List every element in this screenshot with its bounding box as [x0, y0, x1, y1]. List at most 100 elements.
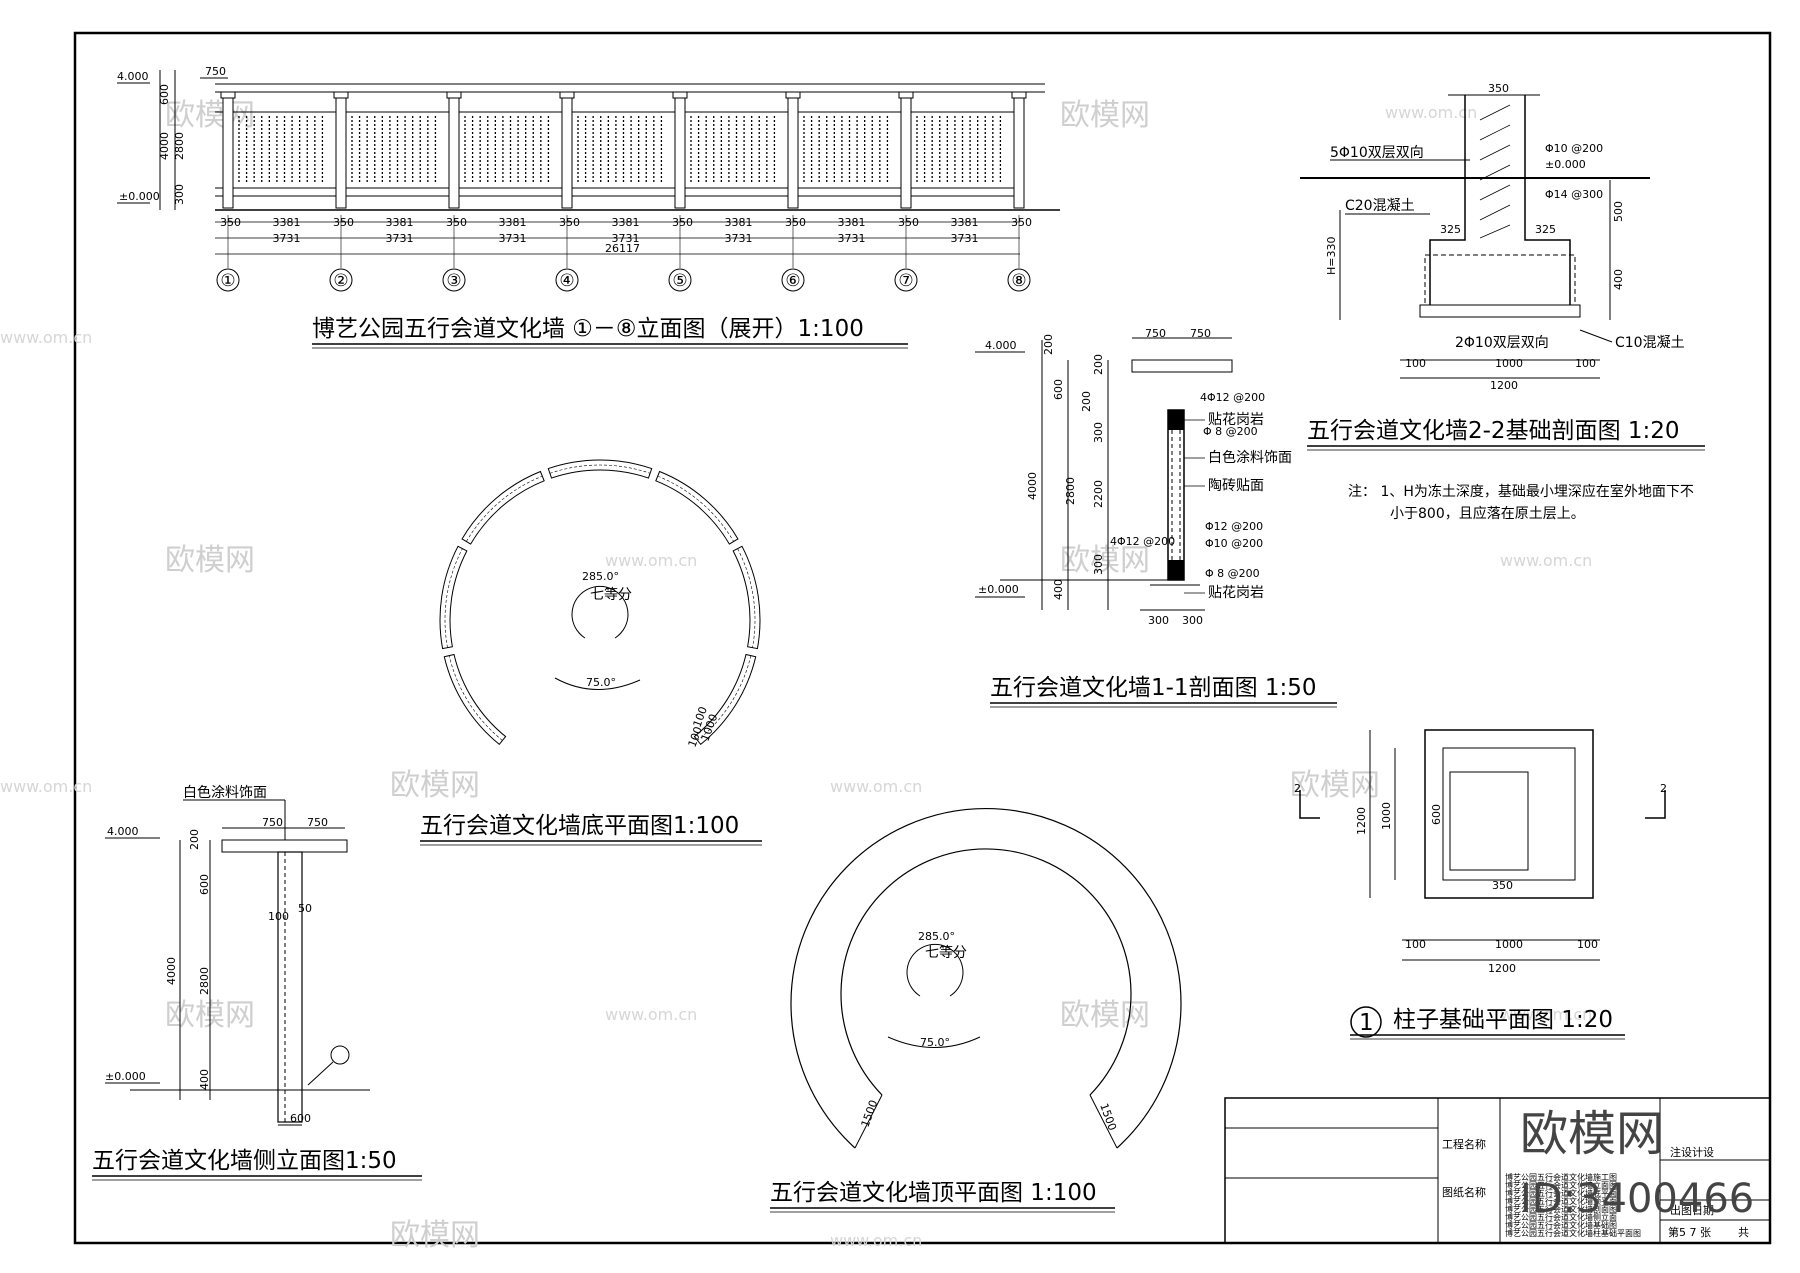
- svg-text:Φ 8 @200: Φ 8 @200: [1203, 425, 1258, 438]
- segmented-arc-wall: [439, 459, 761, 746]
- svg-text:贴花岗岩: 贴花岗岩: [1208, 585, 1264, 601]
- svg-text:共: 共: [1738, 1226, 1749, 1239]
- svg-text:750: 750: [262, 816, 283, 829]
- svg-text:100: 100: [268, 910, 289, 923]
- svg-text:400: 400: [198, 1069, 211, 1090]
- svg-text:200: 200: [1092, 354, 1105, 375]
- svg-text:±0.000: ±0.000: [1545, 158, 1586, 171]
- svg-text:285.0°: 285.0°: [918, 930, 955, 943]
- svg-text:工程名称: 工程名称: [1442, 1137, 1486, 1151]
- post-cap: [672, 91, 688, 99]
- title-side-elev: 五行会道文化墙侧立面图1:50: [92, 1148, 397, 1174]
- bay-clear-dim: 3381: [273, 216, 301, 229]
- post-width-dim: 350: [333, 216, 354, 229]
- bay-clear-dim: 3381: [386, 216, 414, 229]
- arc-wall-segment: [439, 545, 468, 650]
- svg-text:100: 100: [1405, 357, 1426, 370]
- svg-text:2Φ10双层双向: 2Φ10双层双向: [1455, 335, 1549, 351]
- svg-text:H=330: H=330: [1325, 237, 1338, 275]
- svg-text:Φ 8 @200: Φ 8 @200: [1205, 567, 1260, 580]
- axis-label: ⑦: [898, 271, 913, 291]
- bay-total-dim: 3731: [499, 232, 527, 245]
- svg-text:400: 400: [1052, 579, 1065, 600]
- svg-text:白色涂料饰面: 白色涂料饰面: [183, 784, 267, 801]
- title-block-row: 博艺公园五行会道文化墙基础图: [1505, 1220, 1617, 1230]
- title-section22: 五行会道文化墙2-2基础剖面图 1:20: [1307, 418, 1680, 444]
- axis-label: ⑥: [785, 271, 800, 291]
- arc-wall-segment: [693, 653, 757, 746]
- wall-panel: [690, 116, 776, 184]
- svg-text:1000: 1000: [1495, 357, 1523, 370]
- svg-text:欧模网: 欧模网: [165, 543, 255, 578]
- axis-bubble: [781, 268, 805, 292]
- svg-text:七等分: 七等分: [925, 944, 967, 961]
- svg-text:欧模网: 欧模网: [1060, 998, 1150, 1033]
- svg-text:750: 750: [307, 816, 328, 829]
- wall-post: [1013, 94, 1025, 209]
- title-block-row: 博艺公园五行会道文化墙侧立面: [1505, 1212, 1617, 1222]
- bay-clear-dim: 3381: [838, 216, 866, 229]
- note-line-2: 小于800，且应落在原土层上。: [1390, 505, 1585, 522]
- axis-bubble: [668, 268, 692, 292]
- svg-text:350: 350: [1488, 82, 1509, 95]
- post-cap: [220, 91, 236, 99]
- svg-text:白色涂料饰面: 白色涂料饰面: [1208, 449, 1292, 466]
- svg-text:300: 300: [173, 184, 186, 205]
- bay-total-dim: 3731: [838, 232, 866, 245]
- title-top-plan: 五行会道文化墙顶平面图 1:100: [770, 1180, 1097, 1206]
- svg-text:欧模网: 欧模网: [1060, 543, 1150, 578]
- svg-text:贴花岗岩: 贴花岗岩: [1208, 412, 1264, 428]
- wall-panels: [238, 116, 1002, 184]
- svg-text:±0.000: ±0.000: [105, 1070, 146, 1083]
- svg-text:600: 600: [1052, 379, 1065, 400]
- title-block-row: 博艺公园五行会道文化墙立面图: [1505, 1180, 1617, 1190]
- post-cap: [898, 91, 914, 99]
- svg-text:±0.000: ±0.000: [978, 583, 1019, 596]
- wall-posts: [220, 91, 1027, 209]
- overall-dim: 26117: [605, 242, 640, 255]
- svg-text:www.om.cn: www.om.cn: [830, 777, 922, 796]
- svg-text:2: 2: [1294, 782, 1301, 795]
- svg-text:注设计设: 注设计设: [1670, 1145, 1714, 1159]
- title-block-row: 博艺公园五行会道文化墙剖面图: [1505, 1204, 1617, 1214]
- svg-text:750: 750: [1145, 327, 1166, 340]
- bay-clear-dim: 3381: [951, 216, 979, 229]
- svg-text:75.0°: 75.0°: [586, 676, 616, 689]
- arc-wall-segment: [732, 545, 761, 650]
- svg-text:300: 300: [1148, 614, 1169, 627]
- bay-clear-dim: 3381: [612, 216, 640, 229]
- axis-bubble: [1007, 268, 1031, 292]
- title-block-row: 博艺公园五行会道文化墙施工图: [1505, 1172, 1617, 1182]
- bay-clear-dim: 3381: [499, 216, 527, 229]
- svg-text:4.000: 4.000: [985, 339, 1017, 352]
- title-bottom-plan: 五行会道文化墙底平面图1:100: [420, 813, 739, 839]
- svg-text:750: 750: [205, 65, 226, 78]
- svg-text:4000: 4000: [165, 957, 178, 985]
- wall-post: [674, 94, 686, 209]
- svg-text:325: 325: [1535, 223, 1556, 236]
- svg-text:欧模网: 欧模网: [390, 1218, 480, 1253]
- svg-text:C20混凝土: C20混凝土: [1345, 198, 1415, 214]
- svg-text:400: 400: [1612, 269, 1625, 290]
- svg-text:100: 100: [1577, 938, 1598, 951]
- post-width-dim: 350: [1011, 216, 1032, 229]
- wall-panel: [464, 116, 550, 184]
- svg-text:1500: 1500: [1097, 1102, 1119, 1133]
- post-width-dim: 350: [559, 216, 580, 229]
- title-block-row: 博艺公园五行会道文化墙顶平面: [1505, 1196, 1617, 1206]
- axis-bubble: [555, 268, 579, 292]
- svg-text:600: 600: [290, 1112, 311, 1125]
- svg-text:1000: 1000: [1380, 802, 1393, 830]
- svg-text:100: 100: [1575, 357, 1596, 370]
- svg-text:欧模网: 欧模网: [1060, 98, 1150, 133]
- post-width-dim: 350: [446, 216, 467, 229]
- sheet-frame: [73, 31, 1772, 1245]
- svg-text:2800: 2800: [1064, 477, 1077, 505]
- svg-text:第5 7 张: 第5 7 张: [1668, 1225, 1711, 1239]
- svg-text:75.0°: 75.0°: [920, 1036, 950, 1049]
- wall-post: [335, 94, 347, 209]
- arc-wall-segment: [443, 653, 507, 746]
- axis-label: ④: [559, 271, 574, 291]
- svg-text:2800: 2800: [173, 132, 186, 160]
